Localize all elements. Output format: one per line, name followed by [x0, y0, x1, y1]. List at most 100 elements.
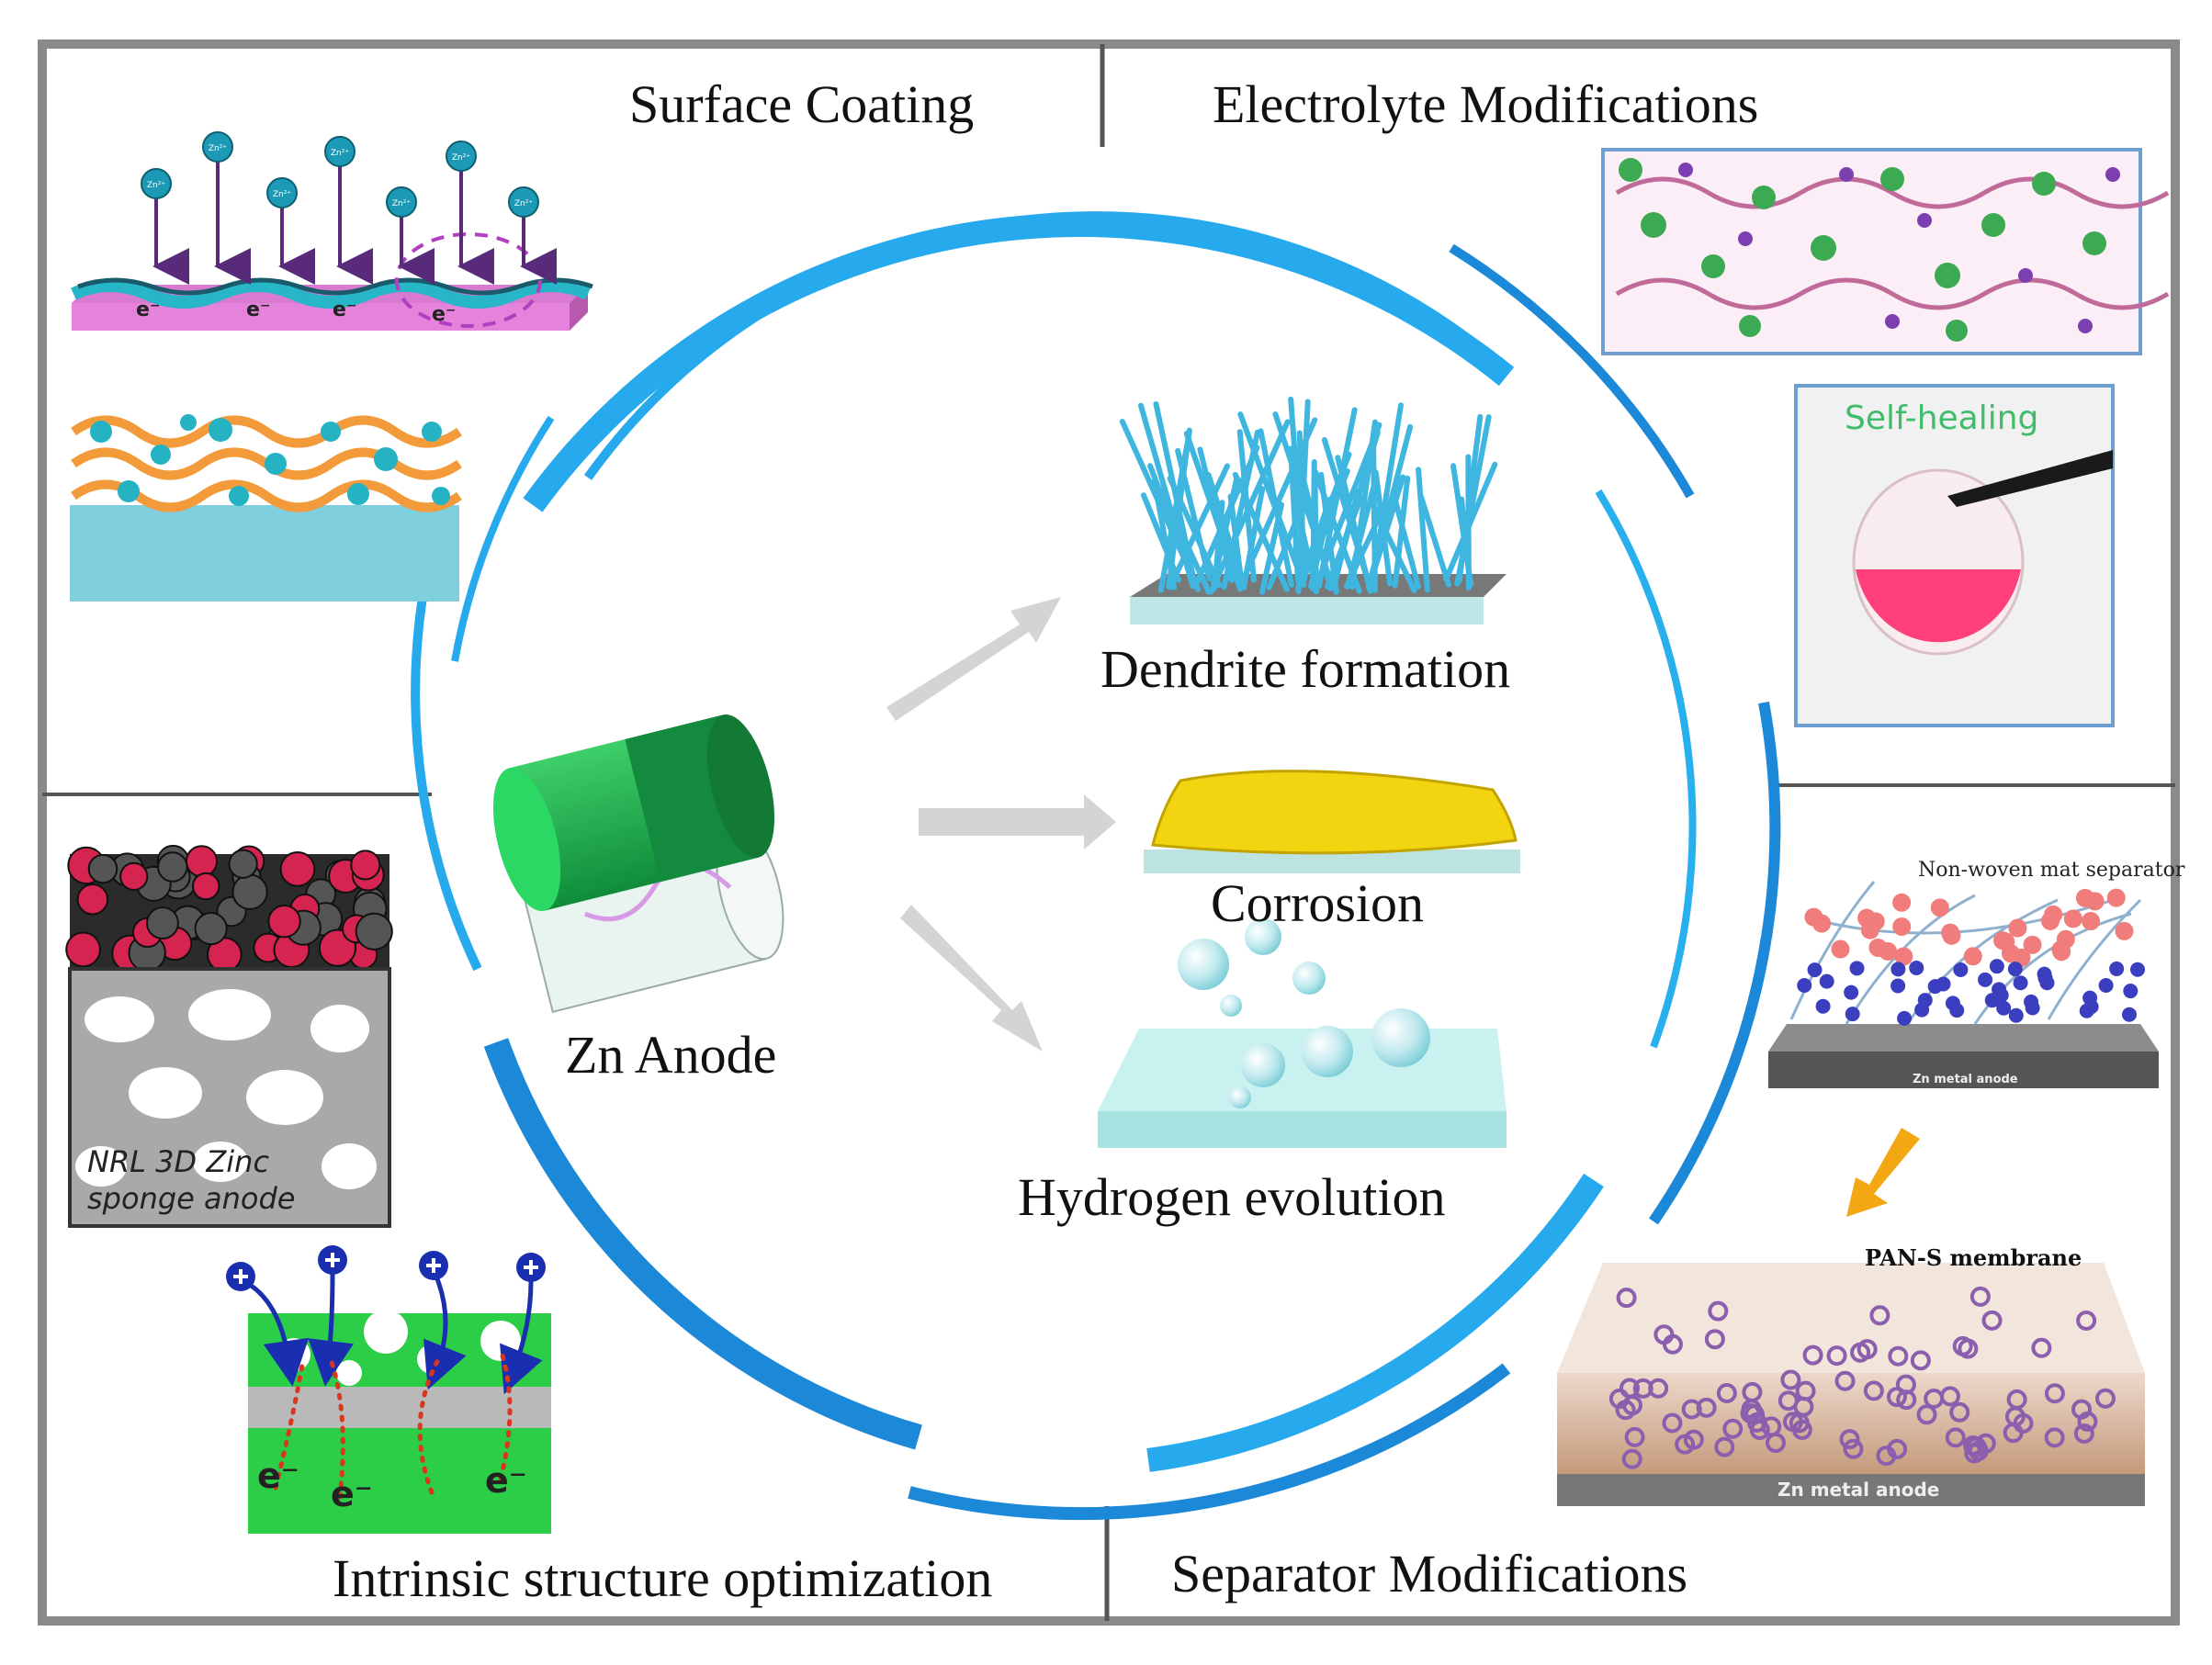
zn-metal-anode-label-1: Zn metal anode: [1913, 1073, 2018, 1086]
membrane-dot: [2044, 1383, 2065, 1404]
sponge-anode-label-line1: NRL 3D Zinc: [87, 1144, 270, 1179]
membrane-dot: [1826, 1345, 1847, 1367]
membrane-dot: [1704, 1329, 1725, 1350]
separator-particle-red: [2023, 935, 2042, 954]
dendrite-spike: [1367, 497, 1417, 593]
separator-particle-blue: [2109, 961, 2125, 976]
separator-particle-blue: [1978, 972, 1993, 987]
corrosion-label: Corrosion: [1211, 873, 1424, 933]
dendrite-spike: [1416, 467, 1430, 593]
zn-ion-icon: [202, 131, 233, 163]
membrane-dot: [1683, 1429, 1704, 1450]
dendrite-spike: [1167, 463, 1231, 591]
membrane-dot: [1981, 1310, 2003, 1331]
membrane-dot: [2031, 1337, 2052, 1358]
dendrite-spike: [1392, 494, 1421, 590]
separator-particle-blue: [1989, 959, 2004, 974]
separator-particle-blue: [1797, 978, 1812, 994]
electron-label-5: e⁻: [246, 298, 271, 321]
membrane-dot: [1834, 1370, 1856, 1391]
sponge-anode-inset: [65, 844, 393, 1228]
separator-particle-red: [2106, 888, 2126, 907]
sponge-particle: [355, 912, 393, 951]
membrane-dot: [2076, 1310, 2097, 1331]
dendrite-spike: [1365, 423, 1414, 591]
membrane-dot: [2073, 1423, 2094, 1444]
dendrite-formation-visual: [1119, 396, 1507, 624]
sponge-particle: [65, 931, 101, 968]
dendrite-spike: [1321, 437, 1374, 593]
separator-particle-blue: [2123, 984, 2139, 999]
sponge-anode-label: NRL 3D Zinc sponge anode: [87, 1143, 295, 1217]
membrane-dot: [1969, 1286, 1991, 1307]
hydrogen-evolution-visual: [1098, 918, 1507, 1148]
sponge-particle: [191, 872, 220, 901]
membrane-dot: [1662, 1412, 1683, 1434]
membrane-dot: [1910, 1350, 1931, 1371]
section-title-electrolyte: Electrolyte Modifications: [1213, 74, 1759, 134]
zn-ion-text: Zn²⁺: [452, 153, 470, 163]
dendrite-spike: [1194, 444, 1260, 586]
zn-anode-label: Zn Anode: [565, 1025, 777, 1085]
sponge-anode-label-line2: sponge anode: [87, 1181, 296, 1216]
sponge-particle: [185, 845, 219, 878]
separator-particle-red: [1963, 947, 1982, 966]
membrane-dot: [1839, 1429, 1860, 1450]
membrane-dot: [1782, 1412, 1803, 1433]
membrane-dot: [1945, 1427, 1966, 1448]
sponge-particle: [279, 850, 316, 887]
zn-ion-icon: [446, 141, 477, 172]
separator-particle-blue: [1927, 979, 1943, 995]
hydrogen-evolution-label: Hydrogen evolution: [1018, 1167, 1446, 1227]
separator-particle-blue: [1819, 973, 1834, 989]
sponge-particle: [87, 853, 118, 884]
sponge-particle: [119, 861, 149, 891]
membrane-dot: [1749, 1419, 1770, 1440]
membrane-dot: [1850, 1342, 1871, 1363]
separator-particle-blue: [1845, 1007, 1860, 1022]
zn-metal-anode-label-2: Zn metal anode: [1778, 1479, 1940, 1501]
sponge-particle: [76, 883, 109, 916]
separator-particle-blue: [1996, 1000, 2012, 1016]
separator-particle-blue: [2098, 977, 2114, 993]
nonwoven-label: Non-woven mat separator: [1918, 859, 2185, 882]
separator-particle-blue: [2079, 1003, 2094, 1018]
central-ring: [411, 211, 1781, 1521]
separator-particle-red: [1941, 923, 1960, 942]
separator-particle-red: [1892, 917, 1912, 936]
dendrite-spike: [1298, 468, 1334, 591]
membrane-dot: [1888, 1345, 1909, 1367]
membrane-dot: [2003, 1423, 2024, 1444]
separator-particle-red: [2115, 921, 2134, 940]
membrane-dot: [1708, 1300, 1729, 1322]
membrane-dot: [2006, 1389, 2027, 1410]
dendrite-spike: [1454, 414, 1492, 587]
sponge-particle: [157, 851, 188, 883]
membrane-dot: [1869, 1305, 1890, 1326]
separator-particle-red: [2082, 912, 2101, 931]
separator-particle-red: [1894, 947, 1913, 966]
separator-particle-blue: [1945, 996, 1960, 1011]
zn-ion-icon: [266, 177, 298, 208]
separator-particle-blue: [1993, 987, 2009, 1003]
membrane-dot: [1843, 1438, 1864, 1459]
zn-ion-icon: [386, 186, 417, 218]
zn-ion-spheres: Zn²⁺Zn²⁺Zn²⁺Zn²⁺Zn²⁺Zn²⁺Zn²⁺: [141, 131, 557, 285]
membrane-dot: [1740, 1402, 1761, 1423]
separator-particle-red: [2044, 905, 2063, 924]
separator-particle-red: [2063, 909, 2082, 928]
separator-particle-blue: [1849, 961, 1865, 976]
dendrite-spike: [1157, 429, 1192, 593]
dendrite-spike: [1232, 471, 1290, 592]
dendrite-spike: [1167, 475, 1223, 589]
separator-particle-blue: [2082, 990, 2098, 1006]
electron-label-1: e⁻: [257, 1456, 299, 1496]
separator-particle-red: [2008, 918, 2027, 938]
membrane-dot: [1621, 1448, 1642, 1469]
membrane-dot: [1916, 1404, 1937, 1425]
membrane-dot: [1949, 1401, 1970, 1423]
orange-arrow-icon: [1846, 1128, 1920, 1217]
process-arrows: [886, 597, 1116, 1052]
pan-s-label: PAN-S membrane: [1865, 1244, 2082, 1271]
membrane-dot: [1964, 1443, 1985, 1464]
